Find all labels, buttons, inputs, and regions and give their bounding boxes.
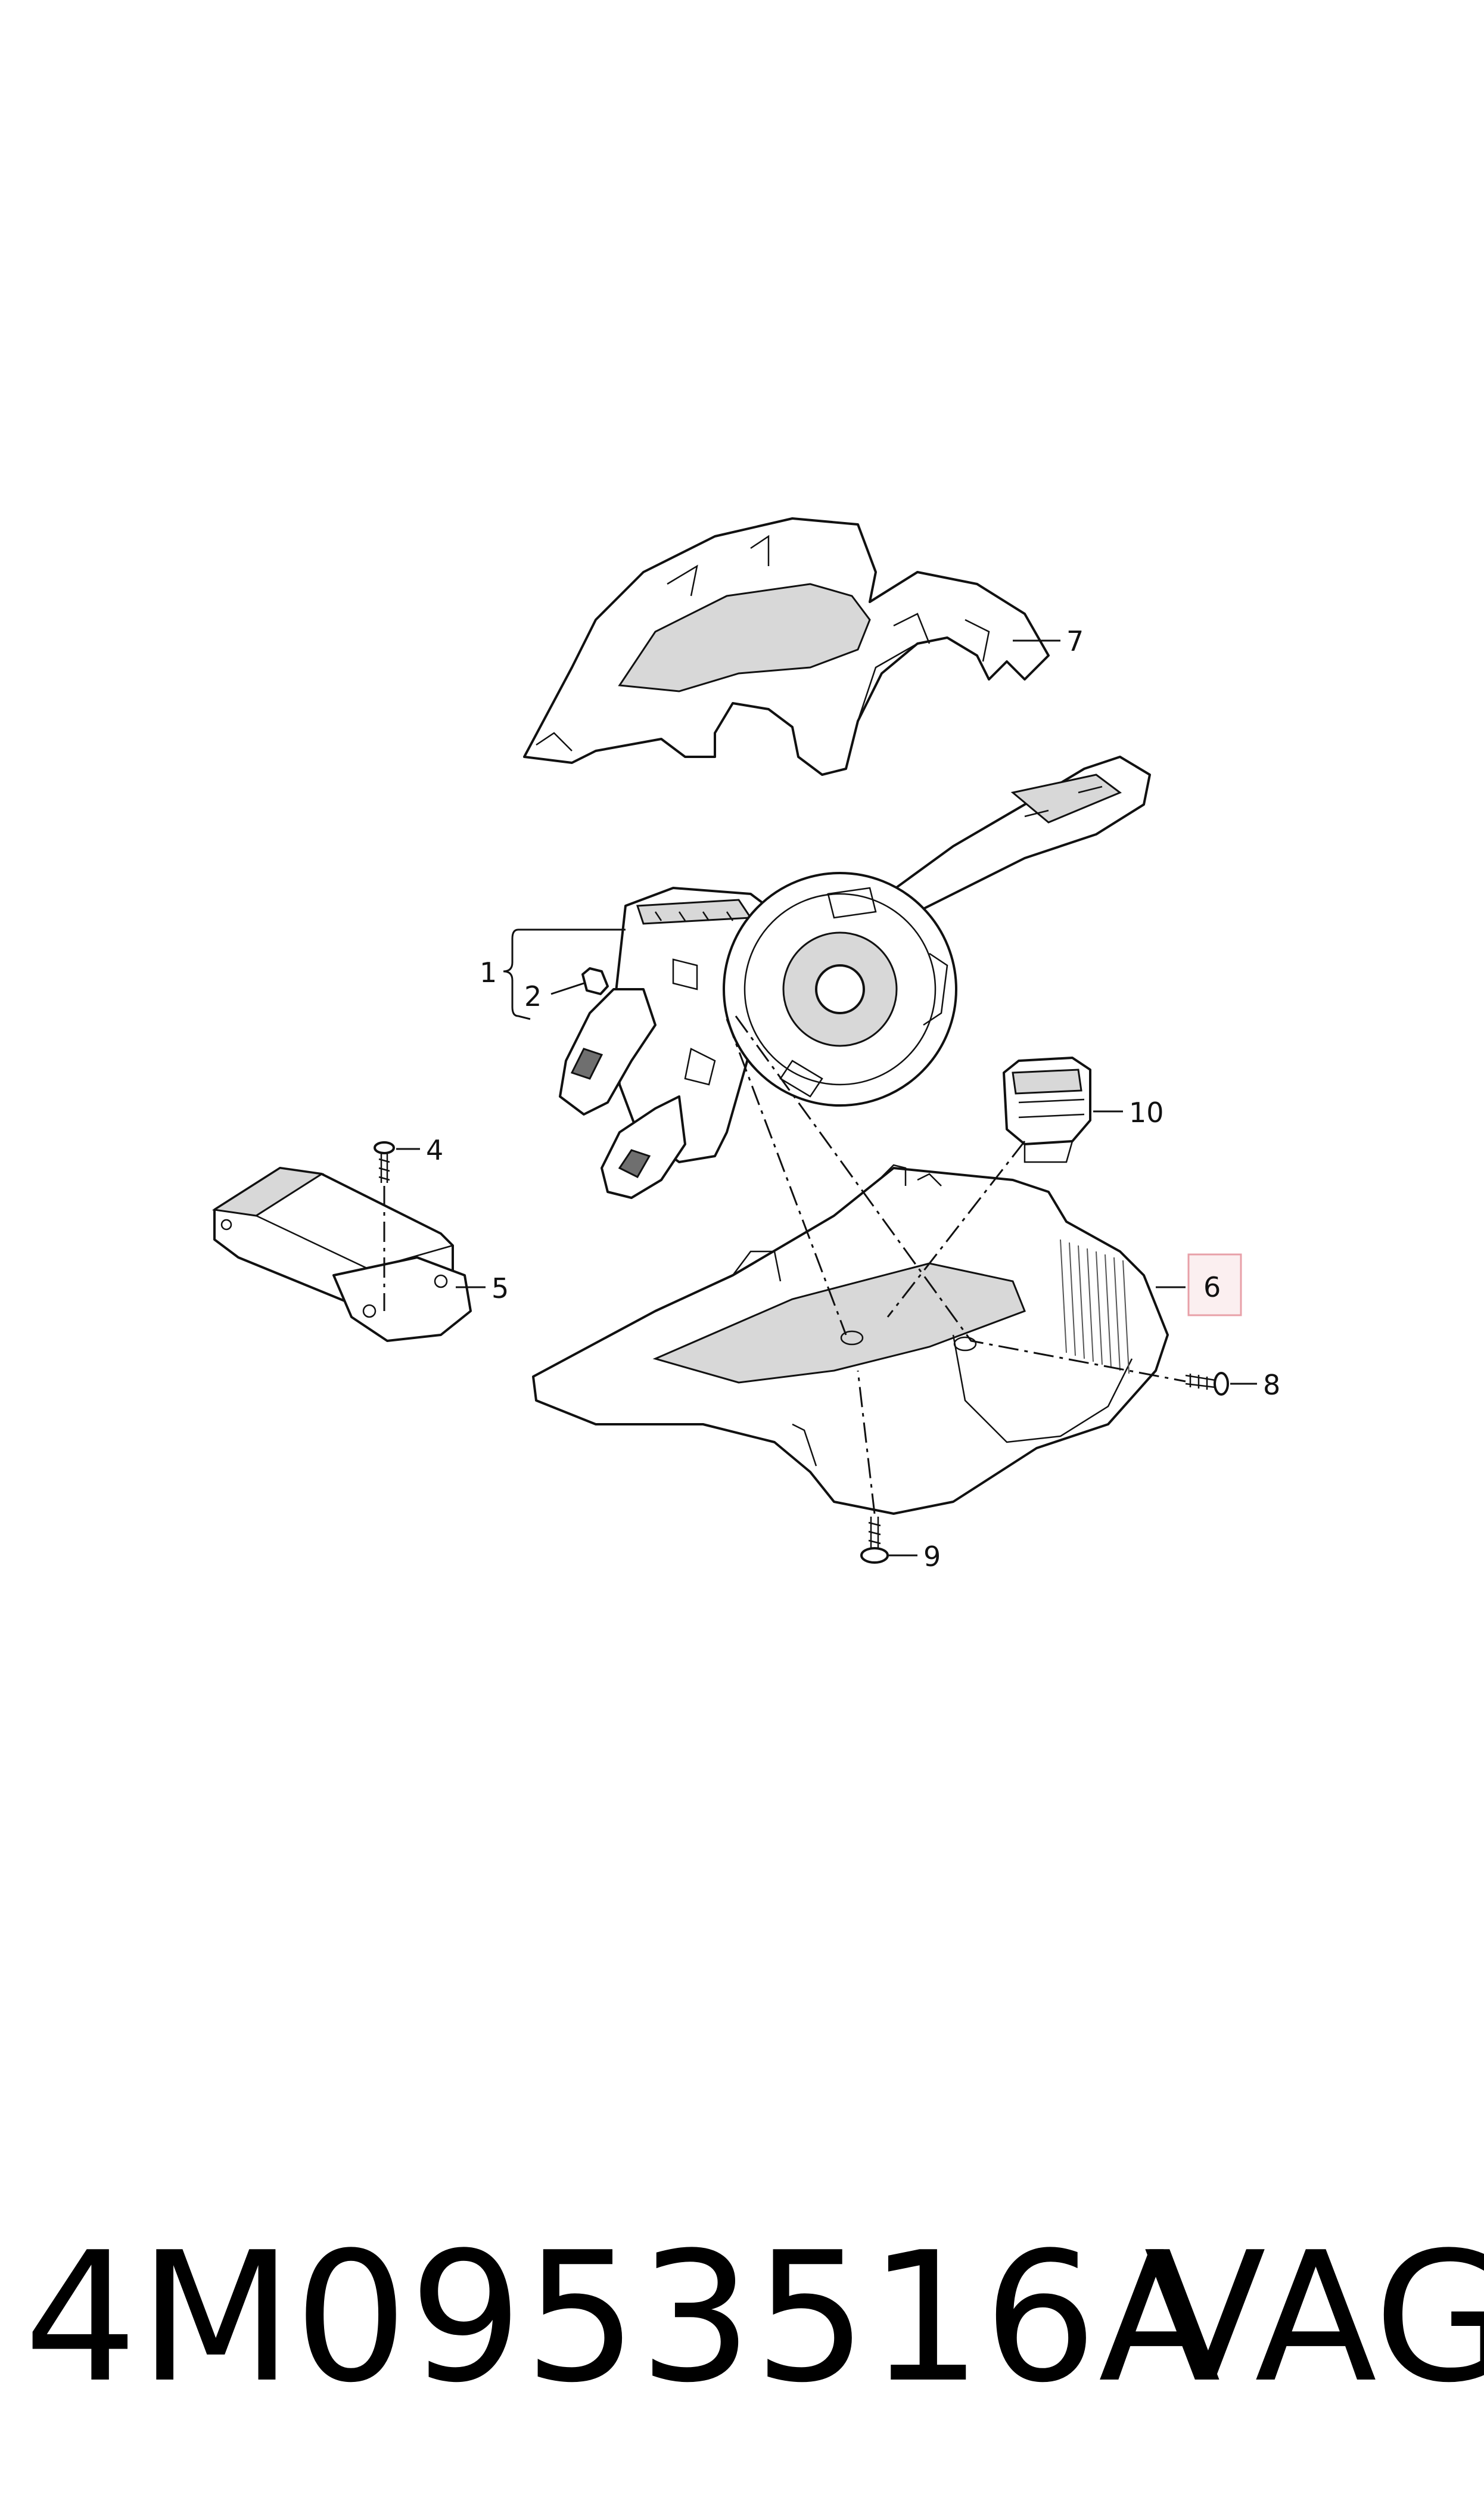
callout-10: 10 bbox=[1129, 1097, 1164, 1129]
callout-7: 7 bbox=[1066, 625, 1084, 657]
bracket-1 bbox=[503, 928, 531, 1020]
screw-8 bbox=[1185, 1372, 1229, 1396]
control-unit bbox=[211, 1167, 472, 1342]
callout-6: 6 bbox=[1203, 1271, 1221, 1303]
assembly-line-2 bbox=[735, 1015, 1186, 1383]
callout-1: 1 bbox=[480, 956, 497, 989]
assembly-line-3 bbox=[886, 1141, 1026, 1318]
switch-unit bbox=[1003, 1057, 1091, 1163]
part-number-caption: 4M0953516A bbox=[24, 2214, 1222, 2422]
screw-4 bbox=[374, 1141, 395, 1183]
assembly-line-5 bbox=[857, 1370, 876, 1514]
callout-5: 5 bbox=[491, 1272, 509, 1304]
lower-column-trim bbox=[532, 1164, 1169, 1515]
exploded-parts-diagram: 7 1 2 4 5 6 8 9 10 bbox=[211, 517, 1280, 1573]
upper-column-trim bbox=[523, 517, 1050, 776]
screw-9 bbox=[860, 1517, 889, 1564]
highlight-box-6 bbox=[1187, 1253, 1242, 1316]
callout-4: 4 bbox=[426, 1134, 443, 1166]
callout-9: 9 bbox=[923, 1540, 941, 1573]
vent-hatching bbox=[1060, 1239, 1130, 1374]
steering-column-switch-module bbox=[559, 756, 1151, 1199]
brand-caption: VAG bbox=[1144, 2214, 1484, 2422]
leader-2 bbox=[550, 982, 584, 995]
callout-2: 2 bbox=[524, 980, 542, 1012]
callout-8: 8 bbox=[1263, 1369, 1280, 1401]
switch-clip bbox=[581, 967, 609, 995]
